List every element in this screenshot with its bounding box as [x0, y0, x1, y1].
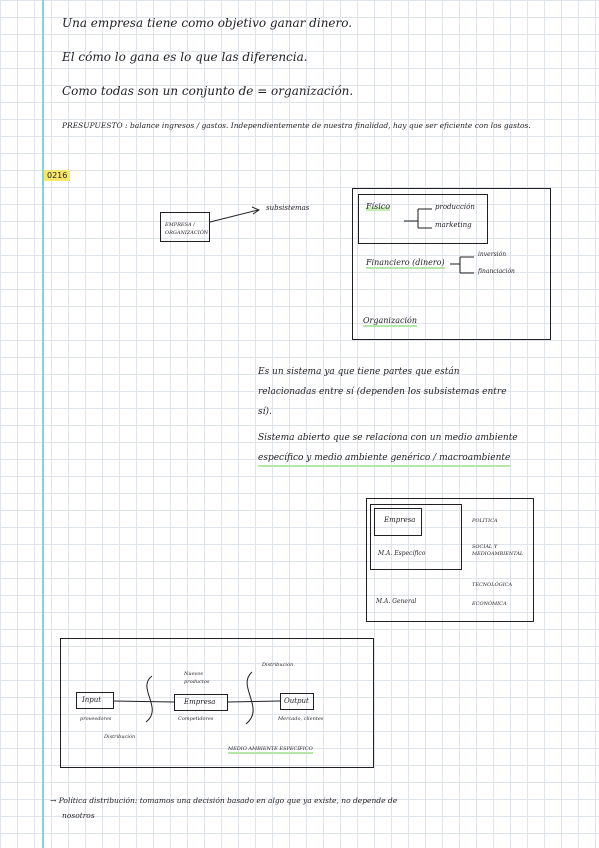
organizacion-outer-box: [352, 188, 551, 340]
macroambiente-box: [366, 498, 534, 622]
presupuesto-label: PRESUPUESTO :: [62, 121, 128, 130]
empresa-inner-label: Empresa: [384, 516, 416, 524]
empresa-organizacion-box: EMPRESA / ORGANIZACIÓN: [160, 212, 210, 242]
fisico-box: [358, 194, 488, 244]
footer-line-1: → Política distribución: tomamos una dec…: [50, 796, 397, 805]
distribucion-bottom-label: Distribución: [104, 734, 136, 740]
social-medioambiental-label: SOCIAL Y MEDIOAMBIENTAL: [472, 544, 524, 557]
distribucion-top-label: Distribución: [262, 662, 294, 668]
intro-line-1: Una empresa tiene como objetivo ganar di…: [62, 16, 353, 30]
organizacion-label: Organización: [363, 316, 417, 327]
financiacion-label: financiación: [478, 268, 515, 275]
tecnologica-label: TECNOLÓGICA: [472, 582, 513, 588]
input-label: Input: [82, 696, 102, 704]
paragraph-abierto-line-2: específico y medio ambiente genérico / m…: [258, 451, 511, 467]
produccion-label: producción: [435, 203, 475, 211]
paragraph-sistema-abierto: Sistema abierto que se relaciona con un …: [258, 428, 518, 468]
output-box: [280, 693, 314, 710]
paragraph-abierto-line-1: Sistema abierto que se relaciona con un …: [258, 433, 518, 443]
marketing-label: marketing: [435, 221, 472, 229]
medio-ambiente-caption: MEDIO AMBIENTE ESPECÍFICO: [228, 746, 313, 754]
intro-line-3: Como todas son un conjunto de = organiza…: [62, 84, 354, 98]
output-label: Output: [284, 697, 309, 705]
footer-line-2: nosotros: [62, 811, 95, 820]
subsistemas-label: subsistemas: [266, 204, 310, 212]
paragraph-sistema-line-1: Es un sistema ya que tiene partes que es…: [258, 367, 460, 377]
footer-arrow-icon: →: [50, 796, 57, 805]
ma-especifico-box: [370, 504, 462, 570]
paragraph-sistema-line-2: relacionadas entre sí (dependen los subs…: [258, 387, 507, 397]
financiero-label: Financiero (dinero): [366, 258, 445, 269]
empresa-inner-box: [374, 508, 422, 536]
footer-text: Política distribución: tomamos una decis…: [58, 796, 398, 805]
ma-especifico-label: M.A. Específico: [378, 550, 426, 557]
subsistemas-arrow-line: [209, 209, 259, 223]
presupuesto-note: PRESUPUESTO : balance ingresos / gastos.…: [62, 121, 531, 130]
ma-general-label: M.A. General: [376, 598, 417, 605]
competidores-label: Competidores: [178, 716, 214, 722]
presupuesto-text: balance ingresos / gastos. Independiente…: [129, 121, 531, 130]
intro-line-2: El cómo lo gana es lo que las diferencia…: [62, 50, 308, 64]
medio-ambiente-especifico-box: [60, 638, 374, 768]
paragraph-sistema-line-3: sí).: [258, 407, 272, 417]
inversion-label: inversión: [478, 251, 507, 258]
nuevos-productos-label: Nuevos productos: [184, 671, 210, 685]
empresa-organizacion-label: EMPRESA / ORGANIZACIÓN: [165, 222, 209, 236]
empresa-box: [174, 694, 228, 711]
mercado-clientes-label: Mercado, clientes: [278, 716, 324, 722]
paragraph-sistema: Es un sistema ya que tiene partes que es…: [258, 362, 507, 422]
economica-label: ECONÓMICA: [472, 601, 507, 607]
date-tag: 0216: [44, 170, 71, 181]
empresa-label: Empresa: [184, 698, 216, 706]
proveedores-label: proveedores: [80, 716, 112, 722]
fisico-label: Físico: [366, 202, 391, 211]
subsistemas-arrow-head: [251, 206, 261, 215]
politica-label: POLÍTICA: [472, 518, 498, 524]
notebook-margin-line: [42, 0, 44, 848]
input-box: [76, 692, 114, 709]
